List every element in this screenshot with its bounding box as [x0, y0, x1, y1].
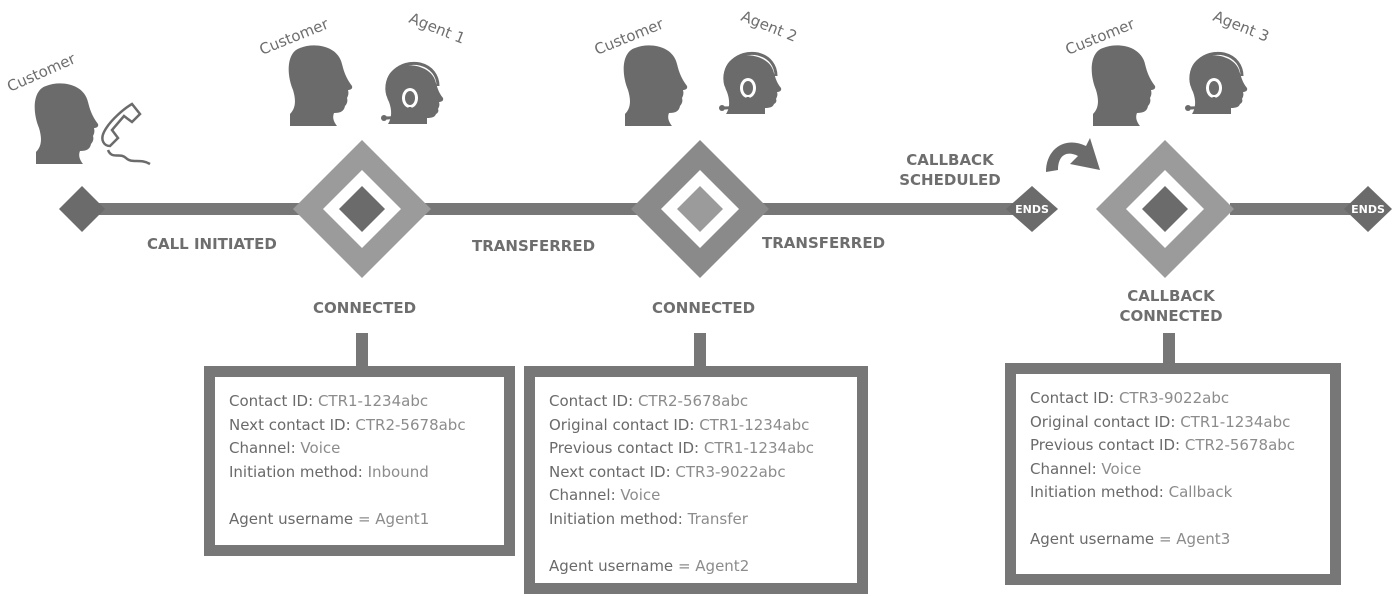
agent-headset-icon [717, 51, 783, 116]
connector-2 [694, 333, 706, 368]
field-initiation-method: Initiation method: Transfer [549, 509, 748, 528]
field-original-contact-id: Original contact ID: CTR1-1234abc [549, 415, 810, 434]
contact-record-box-1: Contact ID: CTR1-1234abc Next contact ID… [204, 366, 515, 556]
customer-head-icon [34, 83, 99, 164]
agent-headset-icon [379, 61, 445, 126]
field-next-contact-id: Next contact ID: CTR2-5678abc [229, 415, 466, 434]
field-agent-username: Agent username = Agent1 [229, 509, 430, 528]
field-initiation-method: Initiation method: Inbound [229, 462, 429, 481]
callback-connected-line1: CALLBACK [1127, 287, 1216, 305]
ends-label-2: ENDS [1351, 203, 1385, 216]
customer-head-icon [288, 45, 353, 126]
field-next-contact-id: Next contact ID: CTR3-9022abc [549, 462, 786, 481]
customer-head-icon [623, 45, 688, 126]
field-original-contact-id: Original contact ID: CTR1-1234abc [1030, 412, 1291, 431]
callback-connected-diamond [1096, 140, 1234, 278]
agent-label: Agent 1 [407, 9, 468, 48]
connected-diamond-1 [293, 140, 431, 278]
phone-icon [101, 102, 151, 166]
ends-diamond-1 [1006, 186, 1058, 232]
start-diamond [59, 186, 105, 232]
field-previous-contact-id: Previous contact ID: CTR1-1234abc [549, 439, 815, 457]
contact-record-box-2: Contact ID: CTR2-5678abc Original contac… [524, 366, 868, 594]
connected-label-1: CONNECTED [313, 299, 416, 317]
field-contact-id: Contact ID: CTR3-9022abc [1030, 389, 1230, 407]
contact-record-box-3: Contact ID: CTR3-9022abc Original contac… [1005, 363, 1341, 585]
timeline-bar-1 [82, 203, 1032, 215]
callback-scheduled-line2: SCHEDULED [899, 171, 1001, 189]
connected-diamond-2 [631, 140, 769, 278]
connector-3 [1163, 333, 1175, 365]
call-initiated-label: CALL INITIATED [147, 235, 277, 253]
field-contact-id: Contact ID: CTR2-5678abc [549, 392, 749, 410]
agent-label: Agent 3 [1211, 7, 1272, 46]
connected-label-2: CONNECTED [652, 299, 755, 317]
agent-label: Agent 2 [739, 7, 800, 46]
transferred-label-2: TRANSFERRED [762, 234, 885, 252]
field-agent-username: Agent username = Agent2 [549, 556, 750, 575]
field-contact-id: Contact ID: CTR1-1234abc [229, 392, 429, 410]
callback-scheduled-line1: CALLBACK [906, 151, 995, 169]
field-initiation-method: Initiation method: Callback [1030, 483, 1233, 501]
connector-1 [356, 333, 368, 368]
callback-connected-line2: CONNECTED [1119, 307, 1222, 325]
agent-headset-icon [1183, 51, 1249, 116]
field-agent-username: Agent username = Agent3 [1030, 530, 1231, 548]
field-previous-contact-id: Previous contact ID: CTR2-5678abc [1030, 436, 1296, 454]
field-channel: Channel: Voice [229, 439, 341, 457]
ends-label-1: ENDS [1015, 203, 1049, 216]
customer-head-icon [1091, 45, 1156, 126]
timeline-bar-2 [1230, 203, 1370, 215]
field-channel: Channel: Voice [1030, 459, 1142, 478]
curved-arrow-icon [1046, 138, 1100, 172]
transferred-label-1: TRANSFERRED [472, 237, 595, 255]
ends-diamond-2 [1344, 186, 1392, 232]
field-channel: Channel: Voice [549, 486, 661, 504]
